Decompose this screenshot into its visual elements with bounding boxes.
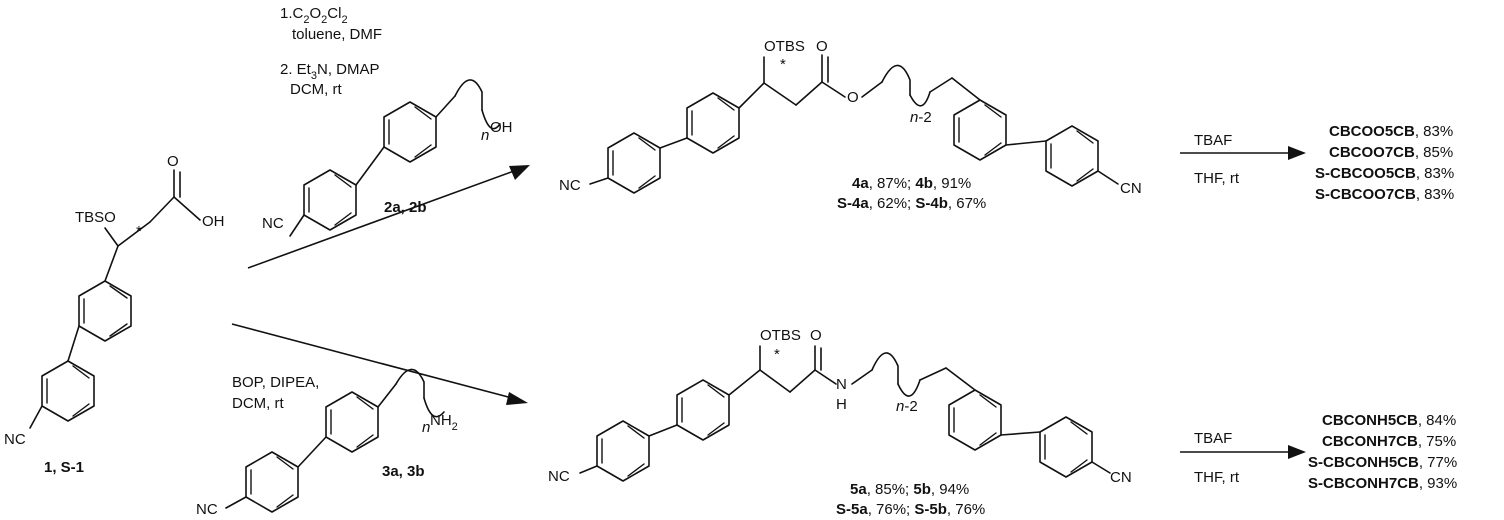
n-index: n [481,127,489,144]
chain-index: n-2 [896,398,918,415]
products-bottom: CBCONH5CB, 84% CBCONH7CB, 75% S-CBCONH5C… [1308,412,1457,492]
intermediate-5: OTBS * O N H n-2 NC CN 5a, 85%; 5b, 94% … [548,327,1132,518]
yield-line-1: 5a, 85%; 5b, 94% [850,481,969,498]
condition-line-1: BOP, DIPEA, [232,374,319,391]
product-entry: S-CBCOO5CB, 83% [1315,165,1454,182]
starting-material-1: TBSO * O OH NC 1, S-1 [4,153,225,476]
reagent-tbaf: TBAF [1194,430,1232,447]
stereocenter-star: * [136,223,142,240]
compound-label-2: 2a, 2b [384,199,427,216]
products-top: CBCOO5CB, 83% CBCOO7CB, 85% S-CBCOO5CB, … [1315,123,1454,203]
intermediate-4: OTBS * O O n-2 NC CN 4a, 87%; 4b, 91% S-… [559,38,1142,212]
reaction-arrow-bottom [231,323,528,405]
product-entry: CBCOO7CB, 85% [1329,144,1453,161]
stereocenter-star: * [774,346,780,363]
nc-label: NC [262,215,284,232]
product-entry: S-CBCONH5CB, 77% [1308,454,1457,471]
conditions-top: 1.C2O2Cl2 toluene, DMF 2. Et3N, DMAP DCM… [280,5,382,98]
deprotection-step-top: TBAF THF, rt [1180,132,1306,187]
cn-label: CN [1120,180,1142,197]
product-entry: S-CBCONH7CB, 93% [1308,475,1457,492]
benzene-ring [41,360,95,422]
oh-label: OH [202,213,225,230]
compound-label-1: 1, S-1 [44,459,84,476]
ester-o-label: O [847,89,859,106]
yield-line-2: S-4a, 62%; S-4b, 67% [837,195,986,212]
compound-label-3: 3a, 3b [382,463,425,480]
otbs-label: OTBS [764,38,805,55]
nc-label: NC [196,501,218,518]
amide-n-label: N [836,376,847,393]
reagent-tbaf: TBAF [1194,132,1232,149]
chain-index: n-2 [910,109,932,126]
n-index: n [422,419,430,436]
conditions-thf-rt: THF, rt [1194,170,1240,187]
stereocenter-star: * [780,56,786,73]
conditions-thf-rt: THF, rt [1194,469,1240,486]
reagent-3: n NH2 NC 3a, 3b [196,368,458,518]
otbs-label: OTBS [760,327,801,344]
condition-line-2: DCM, rt [232,395,284,412]
nc-label: NC [548,468,570,485]
nc-label: NC [559,177,581,194]
product-entry: CBCONH7CB, 75% [1322,433,1456,450]
yield-line-2: S-5a, 76%; S-5b, 76% [836,501,985,518]
nc-label: NC [4,431,26,448]
product-entry: S-CBCOO7CB, 83% [1315,186,1454,203]
condition-line-3: 2. Et3N, DMAP [280,61,380,82]
nh2-label: NH2 [430,412,458,433]
deprotection-step-bottom: TBAF THF, rt [1180,430,1306,486]
reaction-arrow-top [247,165,530,269]
oh-label: OH [490,119,513,136]
condition-line-4: DCM, rt [290,81,342,98]
benzene-ring [78,280,132,342]
condition-line-2: toluene, DMF [292,26,382,43]
tbso-label: TBSO [75,209,116,226]
cn-label: CN [1110,469,1132,486]
carbonyl-o-label: O [810,327,822,344]
carbonyl-o-label: O [167,153,179,170]
condition-line-1: 1.C2O2Cl2 [280,5,348,26]
yield-line-1: 4a, 87%; 4b, 91% [852,175,971,192]
reagent-2: n OH NC 2a, 2b [262,79,513,237]
conditions-bottom: BOP, DIPEA, DCM, rt [232,374,319,412]
product-entry: CBCONH5CB, 84% [1322,412,1456,429]
amide-h-label: H [836,396,847,413]
carbonyl-o-label: O [816,38,828,55]
product-entry: CBCOO5CB, 83% [1329,123,1453,140]
